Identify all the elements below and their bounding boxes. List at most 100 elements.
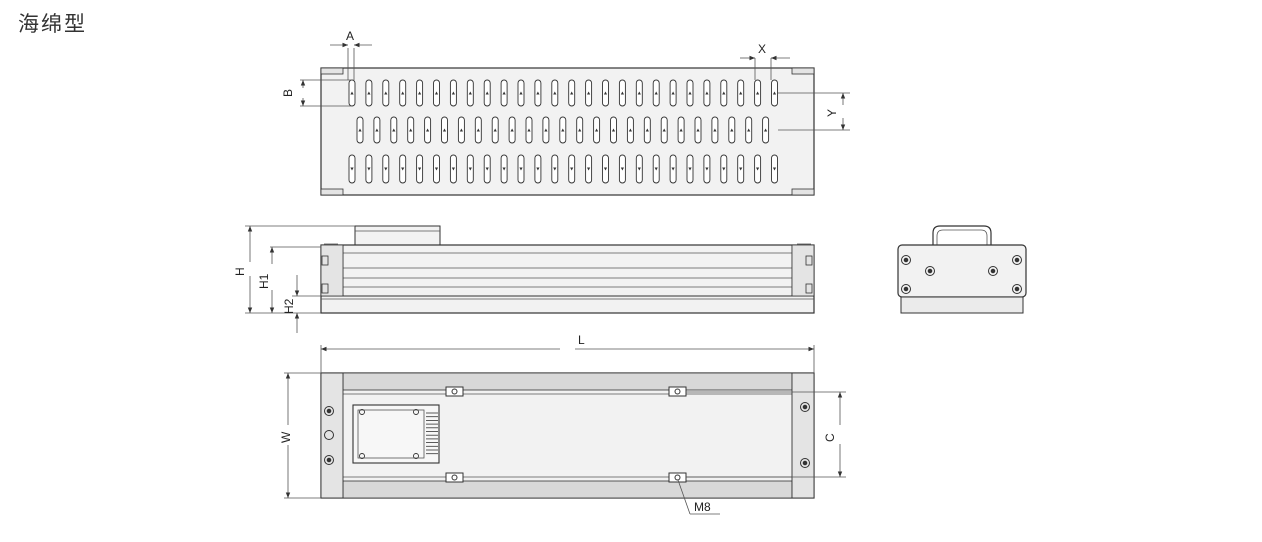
vent-slot-marker [595,128,599,132]
vent-slot-marker [637,91,641,95]
vent-slot-marker [756,91,760,95]
vent-slot-marker [544,128,548,132]
rail-bottom [342,480,793,499]
vent-slot-array [348,79,778,184]
dimension-l: L [320,333,815,373]
vent-slot-marker [739,91,743,95]
vent-slot-marker [553,91,557,95]
vent-slot-marker [654,167,658,171]
dim-label-x: X [758,42,766,56]
side-cap-right [791,244,815,297]
bottom-view: L W C M8 [279,333,846,515]
vent-slot-marker [392,128,396,132]
vent-slot-marker [570,167,574,171]
vent-slot-marker [350,91,354,95]
vent-slot-marker [510,128,514,132]
end-view-body [897,244,1027,298]
leader-m8: M8 [677,479,720,515]
carriage-fins [426,412,438,455]
vent-slot-marker [587,91,591,95]
vent-slot-marker [434,167,439,171]
dim-label-h2: H2 [282,298,296,314]
vent-slot-marker [654,91,658,95]
vent-slot-marker [662,128,666,132]
vent-slot-marker [553,167,557,171]
top-view: A B X Y [281,29,850,196]
vent-slot-marker [493,128,497,132]
vent-slot-marker [764,128,768,132]
vent-slot-marker [620,167,624,171]
dimension-y: Y [778,92,850,131]
dimension-a: A [330,29,372,80]
vent-slot-marker [739,167,743,171]
vent-slot-marker [384,167,388,171]
vent-slot-marker [772,167,777,171]
vent-slot-marker [401,91,405,95]
vent-slot-marker [713,128,717,132]
vent-slot-marker [451,91,455,95]
vent-slot-marker [459,128,463,132]
top-cap-right [791,67,815,75]
rail-top [342,372,793,391]
vent-slot-marker [367,91,371,95]
dim-label-b: B [281,89,295,97]
vent-slot-marker [426,128,430,132]
vent-slot-marker [401,167,405,171]
vent-slot-marker [688,167,692,171]
vent-slot-marker [502,91,506,95]
vent-slot-marker [536,91,540,95]
dimension-w: W [279,372,321,499]
vent-slot-marker [418,167,422,171]
vent-slot-marker [611,128,616,132]
end-view-base [900,296,1024,314]
vent-slot-marker [358,128,362,132]
dimension-h2: H2 [282,275,321,333]
vent-slot-marker [705,91,709,95]
vent-slot-marker [451,167,455,171]
dim-label-c: C [823,433,837,442]
dim-label-y: Y [825,109,839,117]
dimension-h1: H1 [257,246,321,313]
dimension-b: B [281,79,352,107]
vent-slot-marker [722,91,726,95]
dim-label-w: W [279,431,293,443]
side-view-body [320,244,815,314]
vent-slot-marker [671,167,675,171]
vent-slot-marker [434,91,439,95]
vent-slot-marker [578,128,582,132]
vent-slot-marker [519,91,523,95]
vent-slot-marker [519,167,523,171]
vent-slot-marker [476,128,480,132]
vent-slot-marker [367,167,371,171]
vent-slot-marker [671,91,675,95]
carriage-plate [352,404,440,464]
vent-slot-marker [384,91,388,95]
vent-slot-marker [409,128,413,132]
vent-slot-marker [637,167,641,171]
vent-slot-marker [527,128,531,132]
vent-slot-marker [587,167,591,171]
dimension-c: C [686,391,846,478]
vent-slot-marker [679,128,683,132]
top-cap-left [320,67,344,75]
vent-slot-marker [375,128,379,132]
dim-label-l: L [578,333,585,347]
vent-slot-marker [705,167,709,171]
vent-slot-marker [756,167,760,171]
vent-slot-marker [502,167,506,171]
bottom-cap-left [320,188,344,196]
vent-slot-marker [603,167,608,171]
vent-slot-marker [570,91,574,95]
dimension-h: H [233,225,355,314]
vent-slot-marker [747,128,751,132]
end-view [897,225,1027,314]
callout-m8: M8 [694,500,711,514]
dim-label-a: A [346,29,354,43]
vent-slot-marker [696,128,700,132]
vent-slot-marker [603,91,608,95]
vent-slot-marker [468,167,472,171]
vent-slot-marker [561,128,565,132]
dim-label-h1: H1 [257,273,271,289]
vent-slot-marker [468,91,472,95]
